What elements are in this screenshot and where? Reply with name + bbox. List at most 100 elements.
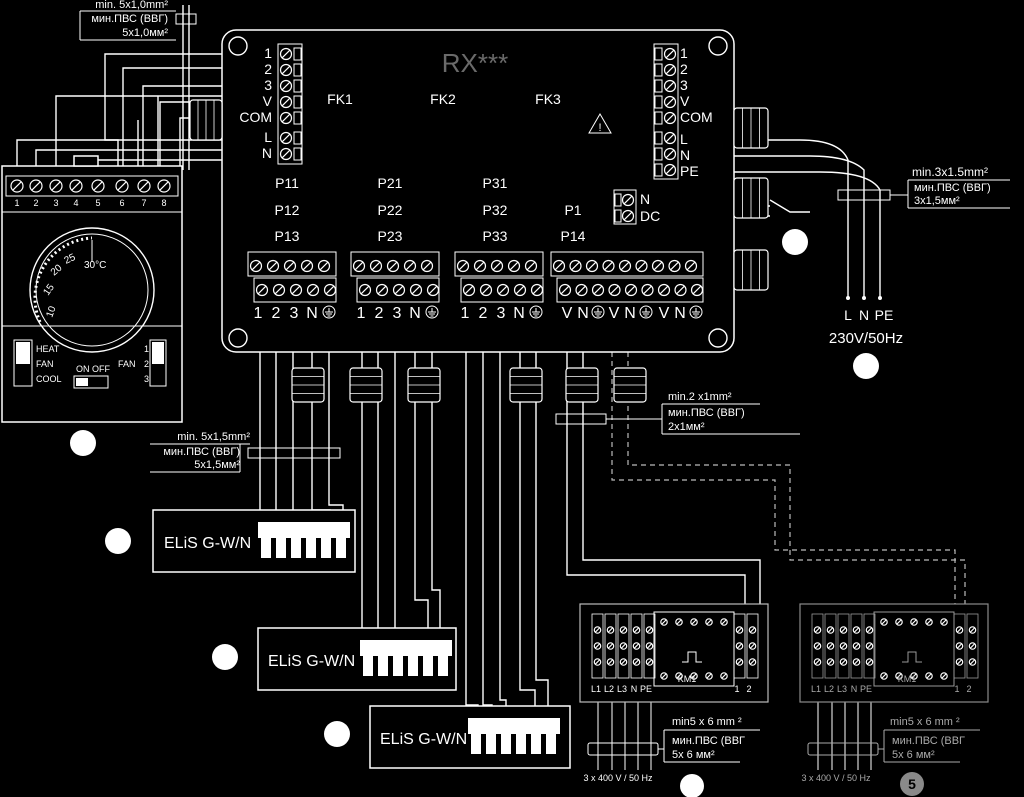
- mode-cool-label: COOL: [36, 374, 62, 384]
- og1-label-1: 1: [254, 305, 263, 322]
- right-terminal-3: 3: [680, 77, 688, 93]
- fk3-label: FK3: [535, 91, 561, 107]
- output-group-1: 1 2 3 N: [247, 251, 337, 322]
- fan-switch[interactable]: [149, 339, 167, 387]
- earth-icon: [529, 305, 543, 319]
- terminal-screw-icon: [272, 283, 286, 297]
- terminal-screw-icon: [279, 79, 293, 93]
- cable-signal-type: мин.ПВС (ВВГ): [668, 407, 745, 419]
- terminal-screw-icon: [865, 626, 874, 634]
- terminal-screw-icon: [865, 658, 874, 666]
- label-p21: P21: [378, 175, 403, 191]
- cable-power-type: мин.ПВС (ВВГ): [914, 182, 991, 194]
- fk2-label: FK2: [430, 91, 456, 107]
- terminal-screw-icon: [552, 259, 566, 273]
- left-terminal-strip: 1 2 3 V COM L N: [239, 43, 303, 165]
- terminal-screw-icon: [624, 283, 638, 297]
- c2-term-l1: L1: [811, 684, 821, 694]
- terminal-screw-icon: [524, 259, 538, 273]
- c2-term-n: N: [851, 684, 858, 694]
- terminal-screw-icon: [748, 626, 757, 634]
- cable-power-size: 3x1,5мм²: [914, 195, 960, 207]
- badge-heater-2: [212, 644, 238, 670]
- cable-gland-icon: [189, 99, 223, 141]
- heater-1: ELiS G-W/N: [152, 509, 356, 573]
- pump-label-n1: N: [577, 305, 589, 322]
- terminal-screw-icon: [352, 259, 366, 273]
- svg-text:!: !: [598, 122, 601, 134]
- c2-coil-2: 2: [966, 684, 971, 694]
- terminal-screw-icon: [632, 626, 641, 634]
- terminal-screw-icon: [968, 658, 977, 666]
- terminal-screw-icon: [49, 179, 63, 193]
- power-voltage: 230V/50Hz: [829, 330, 903, 347]
- badge-power: [853, 353, 879, 379]
- terminal-screw-icon: [839, 658, 848, 666]
- terminal-screw-icon: [137, 179, 151, 193]
- terminal-screw-icon: [663, 163, 677, 177]
- left-terminal-v: V: [263, 93, 273, 109]
- terminal-screw-icon: [462, 283, 476, 297]
- terminal-screw-icon: [279, 95, 293, 109]
- earth-icon: [639, 305, 653, 319]
- terminal-screw-icon: [826, 642, 835, 650]
- label-p1: P1: [564, 202, 581, 218]
- fan-label: FAN: [118, 359, 136, 369]
- terminal-screw-icon: [115, 179, 129, 193]
- terminal-screw-icon: [955, 626, 964, 634]
- cable-tl-size: 5x1,0мм²: [122, 27, 168, 39]
- label-p12: P12: [275, 202, 300, 218]
- terminal-screw-icon: [675, 672, 683, 680]
- thermo-terminal-3: 3: [53, 198, 58, 208]
- terminal-screw-icon: [635, 259, 648, 273]
- right-terminal-com: COM: [680, 109, 713, 125]
- ndc-terminal-n: N: [640, 191, 650, 207]
- terminal-screw-icon: [606, 626, 615, 634]
- pump-label-v3: V: [659, 305, 670, 322]
- c2-term-l2: L2: [824, 684, 834, 694]
- terminal-screw-icon: [569, 259, 582, 273]
- switch-off-label: OFF: [92, 364, 110, 374]
- terminal-screw-icon: [668, 259, 681, 273]
- terminal-screw-icon: [660, 618, 668, 626]
- terminal-screw-icon: [632, 642, 641, 650]
- terminal-screw-icon: [392, 283, 406, 297]
- terminal-screw-icon: [490, 259, 504, 273]
- terminal-screw-icon: [852, 642, 861, 650]
- terminal-screw-icon: [279, 63, 293, 77]
- c1-coil-1: 1: [734, 684, 739, 694]
- thermo-terminal-1: 1: [14, 198, 19, 208]
- temperature-dial[interactable]: [29, 227, 155, 353]
- contactor-2-label: KM1: [898, 674, 917, 684]
- mode-switch[interactable]: [13, 339, 33, 387]
- terminal-screw-icon: [852, 658, 861, 666]
- terminal-screw-icon: [606, 642, 615, 650]
- left-terminal-3: 3: [264, 77, 272, 93]
- terminal-screw-icon: [852, 626, 861, 634]
- terminal-screw-icon: [895, 672, 903, 680]
- terminal-screw-icon: [306, 283, 320, 297]
- cable-gland-icon: [349, 367, 383, 403]
- terminal-screw-icon: [456, 259, 470, 273]
- c1-coil-2: 2: [746, 684, 751, 694]
- fan-pos-3: 3: [144, 374, 149, 384]
- terminal-screw-icon: [705, 618, 713, 626]
- label-p22: P22: [378, 202, 403, 218]
- og2-label-2: 2: [375, 305, 384, 322]
- power-label-l: L: [844, 307, 852, 323]
- cc1-type: мин.ПВС (ВВГ: [672, 735, 745, 747]
- terminal-screw-icon: [660, 672, 668, 680]
- terminal-screw-icon: [602, 259, 615, 273]
- cc1-size: 5x 6 мм²: [672, 749, 715, 761]
- terminal-screw-icon: [826, 658, 835, 666]
- heater-2-label: ELiS G-W/N: [268, 653, 355, 670]
- terminal-screw-icon: [358, 283, 372, 297]
- power-switch[interactable]: [73, 375, 109, 389]
- cable-gland-icon: [407, 367, 441, 403]
- terminal-screw-icon: [279, 131, 293, 145]
- terminal-screw-icon: [880, 672, 888, 680]
- label-p11: P11: [275, 175, 299, 191]
- right-terminal-l: L: [680, 131, 688, 147]
- terminal-screw-icon: [530, 283, 544, 297]
